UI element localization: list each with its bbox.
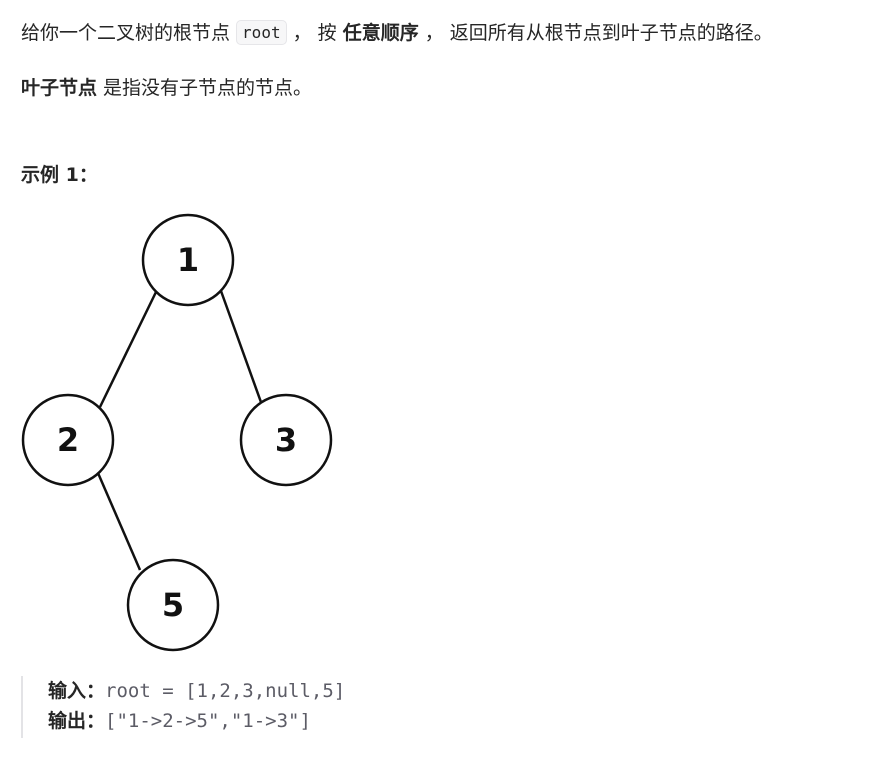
output-label: 输出： (48, 710, 106, 732)
edge-1-2 (98, 291, 158, 408)
tree-node-2: 2 (21, 393, 115, 487)
emphasis-any-order: 任意顺序 (342, 22, 419, 44)
edge-1-3 (219, 290, 264, 406)
leaf-definition-text: 是指没有子节点的节点。 (97, 77, 313, 99)
example-title: 示例 1： (21, 164, 98, 186)
inline-code-root: root (236, 20, 287, 45)
tree-node-label: 5 (162, 586, 184, 624)
binary-tree-diagram: 1 2 3 5 (21, 213, 333, 652)
edge-2-5 (96, 472, 142, 571)
description-text-1: 给你一个二叉树的根节点 (21, 22, 237, 44)
example-output: 输出：["1->2->5","1->3"] (48, 706, 345, 736)
example-io-block: 输入：root = [1,2,3,null,5] 输出：["1->2->5","… (21, 676, 345, 738)
input-label: 输入： (48, 680, 106, 702)
tree-node-1: 1 (141, 213, 235, 307)
input-value: root = [1,2,3,null,5] (105, 680, 346, 702)
tree-node-label: 2 (57, 421, 79, 459)
tree-node-label: 3 (275, 421, 297, 459)
tree-node-3: 3 (239, 393, 333, 487)
output-value: ["1->2->5","1->3"] (105, 710, 311, 732)
tree-node-5: 5 (126, 558, 220, 652)
tree-node-label: 1 (177, 241, 199, 279)
description-text-2: ， 按 (286, 22, 343, 44)
leaf-definition: 叶子节点 是指没有子节点的节点。 (21, 73, 312, 103)
problem-description: 给你一个二叉树的根节点 root ， 按 任意顺序 ， 返回所有从根节点到叶子节… (21, 18, 773, 49)
description-text-3: ， 返回所有从根节点到叶子节点的路径。 (418, 22, 773, 44)
emphasis-leaf-node: 叶子节点 (21, 77, 98, 99)
example-input: 输入：root = [1,2,3,null,5] (48, 676, 345, 706)
